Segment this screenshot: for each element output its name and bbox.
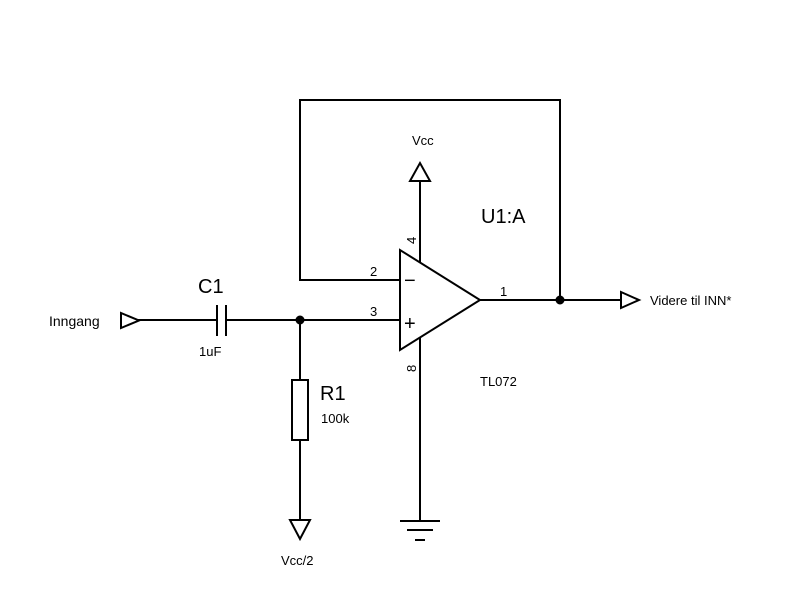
capacitor-ref: C1 (198, 276, 224, 298)
wire-feedback-loop (299, 99, 561, 301)
capacitor-c1: C1 1uF (198, 276, 227, 359)
output-port-arrow (620, 290, 642, 310)
resistor-r1: R1 100k (291, 319, 350, 521)
output-port: Videre til INN* (620, 290, 731, 310)
opamp-part: TL072 (480, 374, 517, 389)
bias-port: Vcc/2 (281, 519, 314, 568)
vcc-label: Vcc (412, 133, 434, 148)
output-label: Videre til INN* (650, 293, 731, 308)
opamp-triangle (399, 248, 482, 352)
opamp-noninverting-symbol: + (404, 313, 416, 335)
ground (400, 337, 440, 541)
opamp-u1a: − + U1:A TL072 2 3 1 4 8 (370, 206, 526, 389)
resistor-value: 100k (321, 411, 350, 426)
pin-3-label: 3 (370, 304, 377, 319)
pin-2-label: 2 (370, 264, 377, 279)
input-label: Inngang (49, 313, 100, 329)
capacitor-value: 1uF (199, 344, 221, 359)
pin-1-label: 1 (500, 284, 507, 299)
junction-dot-output-node (555, 295, 565, 305)
resistor-ref: R1 (320, 383, 346, 405)
pin-4-label: 4 (404, 237, 419, 244)
resistor-body (291, 379, 309, 441)
input-port-arrow (120, 311, 142, 330)
bias-label: Vcc/2 (281, 553, 314, 568)
opamp-inverting-symbol: − (404, 270, 416, 292)
input-port: Inngang (49, 311, 142, 330)
vcc-arrow (408, 160, 432, 182)
pin-8-label: 8 (404, 365, 419, 372)
opamp-ref: U1:A (481, 206, 526, 228)
bias-port-arrow (288, 519, 312, 542)
vcc-supply: Vcc (408, 133, 434, 263)
